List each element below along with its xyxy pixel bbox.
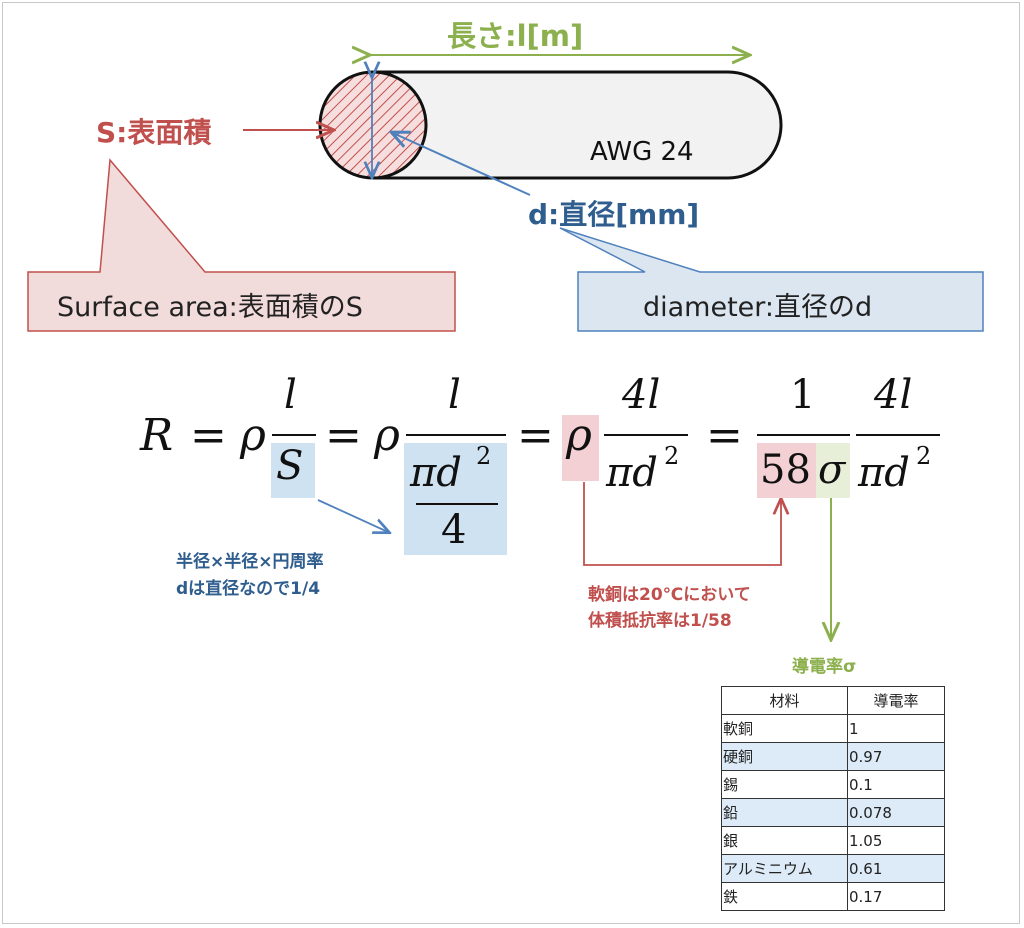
fraction-line-5 [757,434,850,436]
formula-4l-2: 4l [874,372,913,418]
callout-diameter-text: diameter:直径のd [643,292,873,323]
area-note-line-1: 半径×半径×円周率 [176,552,324,572]
fraction-line-3 [416,503,498,505]
highlight-denominator [404,443,507,555]
material-cell: 軟銅 [721,714,848,743]
formula-rho-2: ρ [374,410,400,461]
callout-surface-text: Surface area:表面積のS [57,292,363,323]
formula-sq-2: 2 [664,442,680,470]
table-header-row: 材料 導電率 [721,686,945,715]
material-cell: 硬銅 [721,742,848,771]
formula-one: 1 [790,372,816,418]
formula-rho-3: ρ [566,410,592,461]
formula-S: S [276,443,304,489]
fraction-line-1 [272,434,316,436]
header-conductivity: 導電率 [847,686,945,715]
callout-diameter-shape [559,227,984,332]
material-cell: 銀 [721,826,848,855]
material-cell: 鉛 [721,798,848,827]
copper-bracket [583,482,781,566]
header-material: 材料 [721,686,848,715]
conductivity-title: 導電率σ [792,657,857,677]
material-cell: 錫 [721,770,848,799]
formula-l-2: l [448,372,461,418]
material-cell: アルミニウム [721,854,848,883]
highlight-S [271,443,315,498]
length-label: 長さ:l[m] [447,19,584,53]
formula-rho-1: ρ [240,410,266,461]
callout-surface-shape [27,158,456,332]
formula-4l-1: 4l [622,372,661,418]
conductivity-cell: 1.05 [847,826,945,855]
formula-l-1: l [284,372,297,418]
conductivity-cell: 1 [847,714,945,743]
formula-pi-d-2: πd [606,450,658,496]
conductivity-cell: 0.61 [847,854,945,883]
formula-pi-d-3: πd [858,450,910,496]
formula-eq-1: = [190,410,227,461]
conductivity-cell: 0.078 [847,798,945,827]
diameter-label: d:直径[mm] [528,198,700,231]
highlight-rho [562,415,599,481]
formula-R: R [140,410,174,461]
formula-58: 58 [760,447,811,493]
fraction-line-2 [406,434,506,436]
area-note-line-2: dは直径なので1/4 [176,579,321,599]
fraction-line-6 [856,434,940,436]
formula-four: 4 [441,507,467,553]
wire-gauge-label: AWG 24 [590,137,694,167]
copper-note-line-1: 軟銅は20℃において [588,585,751,605]
fraction-line-4 [604,434,688,436]
highlight-58 [757,443,816,498]
formula-eq-2: = [325,410,362,461]
diameter-pointer [393,133,531,196]
copper-note-line-2: 体積抵抗率は1/58 [588,611,732,631]
conductivity-cell: 0.1 [847,770,945,799]
formula-pi-d-1: πd [410,450,462,496]
surface-label: S:表面積 [96,116,212,149]
formula-sq-3: 2 [916,442,932,470]
highlight-sigma [816,443,850,498]
formula-sigma: σ [818,447,846,493]
conductivity-cell: 0.97 [847,742,945,771]
wire-cylinder [373,70,783,180]
formula-eq-4: = [706,410,743,461]
conductivity-cell: 0.17 [847,882,945,911]
formula-sq-1: 2 [476,442,492,470]
material-cell: 鉄 [721,882,848,911]
area-note-arrow [317,499,388,532]
formula-eq-3: = [517,410,554,461]
wire-cross-section [318,70,428,180]
